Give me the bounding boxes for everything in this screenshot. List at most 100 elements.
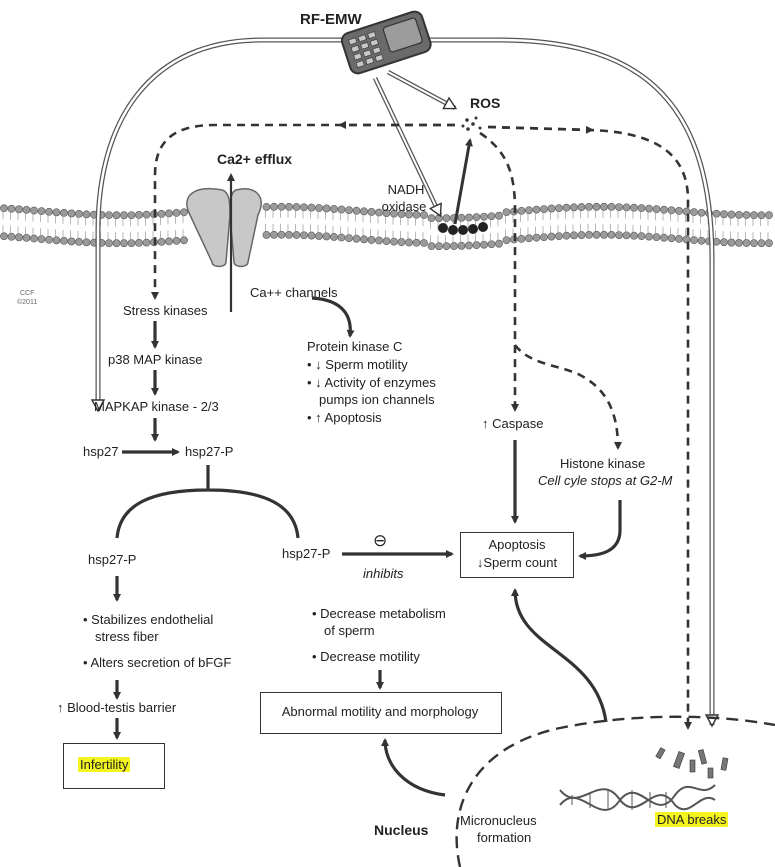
- nucleus-to-apoptosis-arrow: [511, 588, 608, 723]
- membrane-lipid-head: [540, 233, 548, 241]
- membrane-lipid-head: [517, 234, 526, 243]
- membrane-lipid-head: [667, 206, 676, 215]
- membrane-lipid-head: [285, 202, 293, 211]
- membrane-lipid-head: [765, 211, 773, 220]
- membrane-lipid-head: [172, 208, 181, 217]
- membrane-lipid-head: [660, 233, 668, 242]
- cachannels-to-pkc-arrow: [311, 296, 355, 338]
- membrane-lipid-head: [622, 203, 631, 212]
- pkc-item-enzymes: • ↓ Activity of enzymes: [307, 375, 436, 390]
- membrane-lipid-head: [390, 237, 398, 246]
- inhibits-label: inhibits: [363, 566, 404, 581]
- membrane-lipid-head: [622, 231, 631, 240]
- membrane-lipid-head: [540, 205, 548, 213]
- membrane-lipid-head: [405, 238, 413, 247]
- membrane-lipid-head: [52, 236, 61, 245]
- membrane-lipid-head: [592, 230, 601, 239]
- membrane-lipid-head: [652, 205, 661, 214]
- membrane-lipid-head: [502, 208, 511, 217]
- membrane-lipid-head: [382, 237, 391, 245]
- ros-to-dna-dashed: [487, 125, 692, 730]
- membrane-lipid-head: [615, 203, 623, 211]
- membrane-lipid-head: [120, 239, 128, 248]
- dna-fragments: [655, 747, 729, 779]
- decrease-metabolism-label: • Decrease metabolism: [312, 606, 446, 621]
- membrane-lipid-head: [532, 233, 541, 242]
- membrane-lipid-head: [690, 236, 698, 245]
- membrane-lipid-head: [330, 233, 338, 241]
- membrane-lipid-head: [570, 203, 578, 212]
- membrane-lipid-head: [727, 210, 736, 219]
- membrane-lipid-head: [487, 240, 496, 249]
- membrane-lipid-head: [127, 239, 136, 247]
- membrane-lipid-head: [75, 210, 83, 218]
- membrane-lipid-head: [322, 204, 331, 213]
- membrane-lipid-head: [15, 205, 23, 214]
- membrane-lipid-head: [262, 203, 271, 211]
- blood-testis-label: ↑ Blood-testis barrier: [57, 700, 177, 715]
- membrane-lipid-head: [82, 210, 91, 219]
- membrane-lipid-head: [570, 231, 578, 240]
- pkc-item-apoptosis: • ↑ Apoptosis: [307, 410, 382, 425]
- membrane-lipid-head: [765, 239, 773, 248]
- membrane-lipid-head: [382, 209, 391, 217]
- stabilizes-label: • Stabilizes endothelial: [83, 612, 214, 627]
- membrane-lipid-head: [427, 214, 436, 223]
- membrane-lipid-head: [337, 205, 346, 214]
- membrane-lipid-head: [307, 203, 316, 212]
- decrease-motility-label: • Decrease motility: [312, 649, 420, 664]
- apoptosis-box: [460, 532, 574, 578]
- membrane-lipid-head: [585, 202, 593, 211]
- membrane-lipid-head: [15, 233, 23, 242]
- nadh-label: NADH: [387, 182, 425, 197]
- membrane-lipid-head: [472, 213, 481, 222]
- membrane-lipid-head: [615, 231, 623, 239]
- membrane-lipid-head: [465, 213, 473, 222]
- copyright-ccf: CCF: [20, 290, 35, 297]
- stress-fiber-label: stress fiber: [95, 629, 159, 644]
- membrane-lipid-head: [142, 210, 151, 219]
- membrane-lipid-head: [585, 230, 593, 239]
- membrane-lipid-head: [315, 232, 323, 240]
- membrane-lipid-head: [375, 236, 383, 245]
- membrane-lipid-head: [360, 207, 368, 216]
- membrane-lipid-head: [412, 238, 421, 247]
- membrane-lipid-head: [660, 205, 668, 214]
- membrane-lipid-head: [120, 211, 128, 220]
- membrane-lipid-head: [157, 209, 166, 218]
- micronucleus-label: Micronucleus: [460, 813, 537, 828]
- membrane-lipid-head: [352, 206, 361, 215]
- membrane-lipid-head: [127, 211, 136, 219]
- membrane-lipid-head: [720, 210, 728, 219]
- cell-cycle-label: Cell cyle stops at G2-M: [538, 473, 673, 488]
- membrane-lipid-head: [495, 239, 503, 248]
- hsp27p-mid-label: hsp27-P: [282, 546, 331, 561]
- abnormal-label: Abnormal motility and morphology: [281, 704, 479, 719]
- membrane-lipid-head: [480, 212, 488, 221]
- membrane-lipid-head: [742, 211, 751, 219]
- membrane-lipid-head: [112, 239, 121, 248]
- membrane-lipid-head: [727, 238, 736, 247]
- membrane-lipid-head: [375, 208, 383, 217]
- membrane-lipid-head: [157, 237, 166, 246]
- membrane-lipid-head: [135, 211, 143, 219]
- membrane-lipid-head: [165, 209, 173, 218]
- membrane-lipid-head: [427, 242, 436, 251]
- membrane-lipid-head: [517, 206, 526, 215]
- pkc-item-motility: • ↓ Sperm motility: [307, 357, 408, 372]
- membrane-lipid-head: [637, 204, 646, 213]
- membrane-lipid-head: [697, 236, 706, 245]
- membrane-lipid-head: [525, 234, 533, 243]
- membrane-lipid-head: [682, 235, 691, 244]
- membrane-lipid-head: [22, 233, 31, 242]
- membrane-lipid-head: [0, 232, 8, 241]
- membrane-lipid-head: [67, 237, 76, 246]
- membrane-lipid-head: [712, 209, 721, 218]
- membrane-lipid-head: [180, 208, 188, 217]
- membrane-lipid-head: [607, 203, 616, 211]
- membrane-lipid-head: [37, 235, 46, 244]
- membrane-lipid-head: [360, 235, 368, 244]
- membrane-lipid-head: [600, 202, 608, 211]
- membrane-lipid-head: [607, 231, 616, 239]
- membrane-lipid-head: [300, 203, 308, 212]
